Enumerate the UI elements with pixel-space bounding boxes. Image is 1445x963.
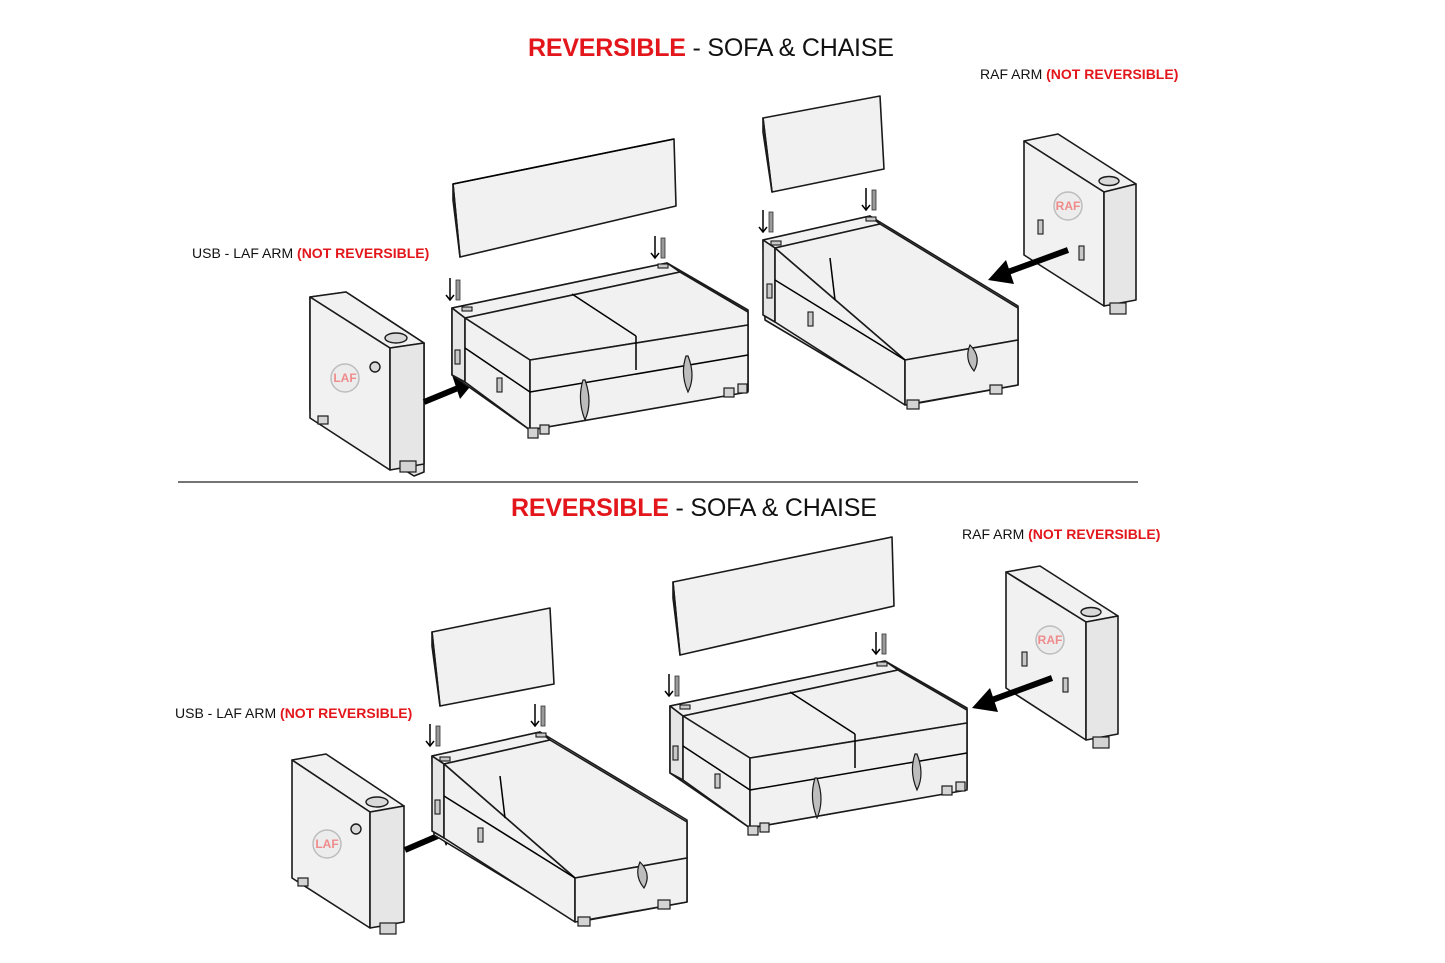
bottom-title: REVERSIBLE - SOFA & CHAISE <box>511 494 877 523</box>
usb-port-icon <box>369 361 381 373</box>
top-chaise-bracket-arrows <box>758 188 877 234</box>
top-raf-arm-label: RAF ARM (NOT REVERSIBLE) <box>980 66 1178 82</box>
bottom-raf-badge <box>1035 625 1065 655</box>
top-laf-not-reversible: (NOT REVERSIBLE) <box>297 245 430 261</box>
top-title-rest: - SOFA & CHAISE <box>685 34 894 62</box>
bottom-usb-port-icon <box>350 823 362 835</box>
top-chaise-seat <box>762 215 1019 410</box>
bottom-raf-arm: RAF <box>1005 565 1119 749</box>
top-title-reversible: REVERSIBLE <box>528 34 686 62</box>
bottom-chaise-bracket-arrows <box>425 704 546 748</box>
bottom-chaise-seat <box>431 731 688 927</box>
bottom-laf-arm-label: USB - LAF ARM (NOT REVERSIBLE) <box>175 705 412 721</box>
laf-badge <box>330 363 360 393</box>
raf-badge <box>1053 191 1083 221</box>
bottom-chaise-backrest <box>431 607 555 707</box>
bottom-laf-arm: LAF <box>291 753 405 935</box>
top-raf-arm: RAF <box>1023 133 1137 315</box>
bottom-sofa-seat <box>669 660 968 836</box>
bottom-sofa-backrest <box>672 536 895 656</box>
top-laf-badge-text: LAF <box>333 371 356 385</box>
top-raf-badge-text: RAF <box>1056 199 1081 213</box>
bottom-title-reversible: REVERSIBLE <box>511 494 669 522</box>
top-title: REVERSIBLE - SOFA & CHAISE <box>528 34 894 63</box>
bottom-laf-badge <box>312 829 342 859</box>
bottom-raf-cupholder-icon <box>1080 606 1102 618</box>
top-chaise-backrest <box>762 95 885 193</box>
top-sofa-backrest <box>452 138 677 258</box>
bottom-title-rest: - SOFA & CHAISE <box>668 494 877 522</box>
bottom-raf-not-reversible: (NOT REVERSIBLE) <box>1028 526 1161 542</box>
top-sofa-seat <box>451 262 749 439</box>
bottom-laf-badge-text: LAF <box>315 837 338 851</box>
top-laf-arm-label: USB - LAF ARM (NOT REVERSIBLE) <box>192 245 429 261</box>
top-raf-not-reversible: (NOT REVERSIBLE) <box>1046 66 1179 82</box>
bottom-sofa-bracket-arrows <box>664 632 887 698</box>
top-laf-arm-text: USB - LAF ARM <box>192 245 298 261</box>
bottom-raf-badge-text: RAF <box>1038 633 1063 647</box>
top-raf-arm-text: RAF ARM <box>980 66 1047 82</box>
bottom-usb-cupholder-icon <box>365 796 389 808</box>
bottom-raf-arm-text: RAF ARM <box>962 526 1029 542</box>
top-sofa-bracket-arrows <box>445 236 666 302</box>
usb-cupholder-icon <box>384 332 408 344</box>
top-raf-arrow <box>988 247 1070 284</box>
bottom-raf-arrow <box>972 675 1054 712</box>
bottom-raf-arm-label: RAF ARM (NOT REVERSIBLE) <box>962 526 1160 542</box>
bottom-laf-not-reversible: (NOT REVERSIBLE) <box>280 705 413 721</box>
raf-cupholder-icon <box>1098 175 1120 187</box>
bottom-laf-arm-text: USB - LAF ARM <box>175 705 281 721</box>
top-laf-arm: LAF <box>309 291 425 477</box>
